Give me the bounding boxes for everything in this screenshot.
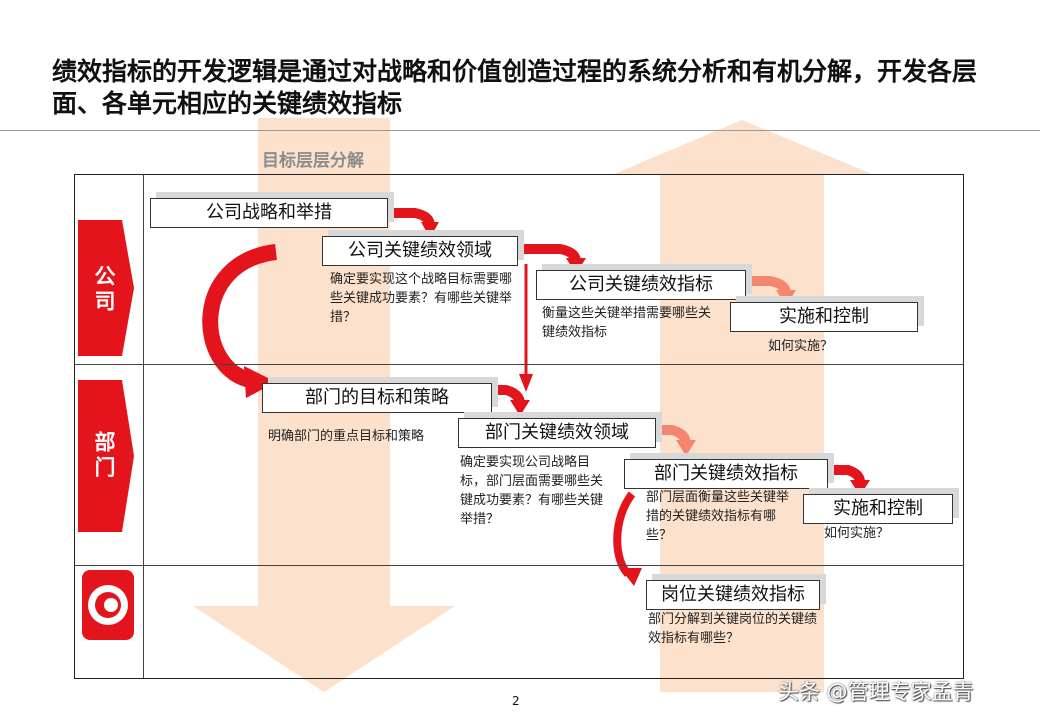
hook-arrow-6 (828, 465, 870, 496)
dept-goal-note: 明确部门的重点目标和策略 (268, 429, 425, 444)
dept-control-note: 如何实施？ (824, 526, 890, 541)
lane-label-department: 部门 (82, 406, 126, 506)
company-kpa-box: 公司关键绩效领域 (322, 236, 518, 266)
lane-label-column-divider (143, 174, 144, 678)
page-title: 绩效指标的开发逻辑是通过对战略和价值创造过程的系统分析和有机分解，开发各层面、各… (52, 57, 978, 118)
aggregate-up-arrow (614, 120, 872, 692)
company-strategy-box: 公司战略和举措 (150, 198, 388, 228)
dept-kpa-note: 确定要实现公司战略目标，部门层面需要哪些关键成功要素？有哪些关键举措？ (460, 455, 604, 527)
diagram-frame (74, 174, 964, 679)
lane-label-department-text: 部门 (92, 431, 116, 481)
curve-arrow-head-2 (620, 568, 642, 586)
post-lane-icon (82, 570, 134, 640)
company-kpi-box: 公司关键绩效指标 (536, 270, 746, 300)
title-divider (0, 130, 1040, 131)
lane-label-company: 公司 (82, 240, 126, 340)
curve-arrow-head (244, 366, 276, 398)
hook-arrow-5 (654, 425, 696, 456)
company-control-note: 如何实施？ (768, 339, 834, 354)
dept-kpi-box: 部门关键绩效指标 (624, 459, 828, 489)
company-control-box: 实施和控制 (730, 302, 918, 332)
hook-arrow-1 (388, 208, 439, 238)
company-kpa-note: 确定要实现这个战略目标需要哪些关键成功要素？有哪些关键举措？ (330, 272, 513, 325)
lane-company-chevron (78, 220, 134, 356)
dept-goal-box: 部门的目标和策略 (262, 383, 492, 413)
decompose-label: 目标层层分解 (262, 151, 364, 171)
down-arrow-kpa (519, 264, 533, 392)
lane-label-company-text: 公司 (92, 265, 116, 315)
lane-divider-dept-post (74, 565, 964, 566)
post-kpi-box: 岗位关键绩效指标 (646, 580, 820, 610)
lane-department-chevron (78, 380, 134, 532)
company-kpi-note: 衡量这些关键举措需要哪些关键绩效指标 (542, 306, 712, 340)
dept-kpi-note: 部门层面衡量这些关键举措的关键绩效指标有哪些？ (646, 490, 790, 543)
lane-divider-company-dept (74, 364, 964, 365)
dept-kpa-box: 部门关键绩效领域 (458, 418, 656, 448)
post-kpi-note: 部门分解到关键岗位的关键绩效指标有哪些？ (648, 612, 818, 646)
hook-arrow-2 (516, 244, 586, 274)
dept-control-box: 实施和控制 (803, 494, 953, 524)
hook-arrow-4 (492, 385, 530, 416)
page-number: 2 (512, 694, 520, 708)
watermark: 头条 @管理专家孟青 (778, 680, 974, 704)
curve-arrow-company-to-dept (202, 244, 278, 388)
hook-arrow-3 (746, 276, 796, 306)
